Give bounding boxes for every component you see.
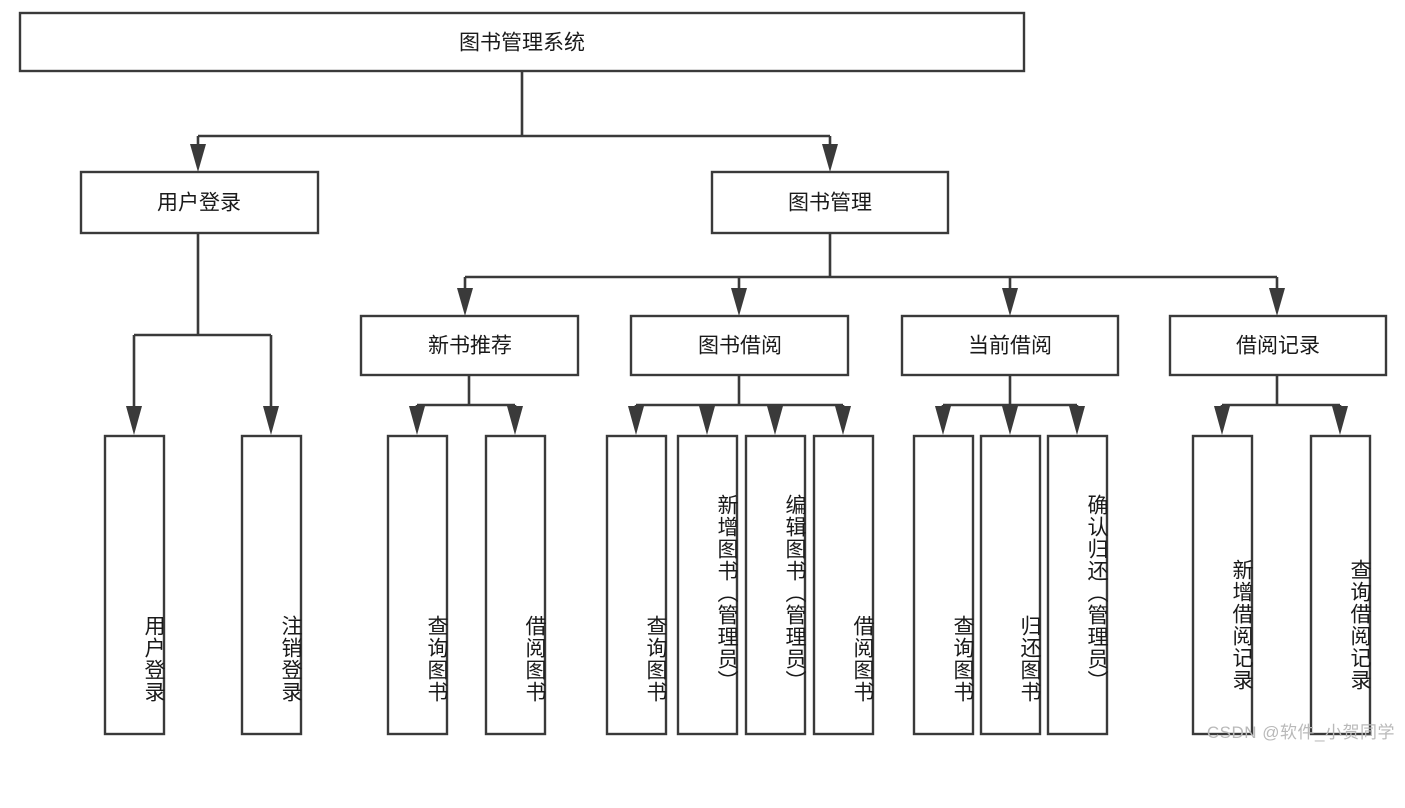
node-user-login[interactable] bbox=[79, 170, 320, 235]
node-leaf-confirm-return[interactable] bbox=[1046, 434, 1109, 736]
node-new-book-rec-label: 新书推荐 bbox=[428, 335, 512, 358]
csdn-watermark: CSDN @软件_小贺同学 bbox=[1206, 723, 1395, 742]
arrow-head-leaf-query-book-2 bbox=[628, 406, 644, 435]
arrow-head-book-manage bbox=[822, 144, 838, 172]
arrow-head-leaf-add-book bbox=[699, 406, 715, 435]
connector-group-root bbox=[190, 71, 838, 172]
node-leaf-query-book-3[interactable] bbox=[912, 434, 975, 736]
connector-group-new-book-rec bbox=[409, 375, 523, 435]
diagram-canvas: 图书管理系统 用户登录 图书管理 新书推荐 图书借阅 当前借阅 借阅记录 用户登… bbox=[18, 11, 1395, 742]
node-book-borrow-label: 图书借阅 bbox=[698, 335, 782, 358]
node-current-borrow[interactable] bbox=[900, 314, 1120, 377]
arrow-head-leaf-confirm-return bbox=[1069, 406, 1085, 435]
arrow-head-leaf-borrow-book-1 bbox=[507, 406, 523, 435]
node-leaf-add-record[interactable] bbox=[1191, 434, 1254, 736]
arrow-head-leaf-edit-book bbox=[767, 406, 783, 435]
node-current-borrow-label: 当前借阅 bbox=[968, 335, 1052, 358]
arrow-head-book-borrow bbox=[731, 288, 747, 316]
node-leaf-user-login[interactable] bbox=[103, 434, 166, 736]
arrow-head-leaf-borrow-book-2 bbox=[835, 406, 851, 435]
connector-group-current-borrow bbox=[935, 375, 1085, 435]
node-user-login-label: 用户登录 bbox=[157, 192, 241, 215]
flowchart-svg: 图书管理系统 用户登录 图书管理 新书推荐 图书借阅 当前借阅 借阅记录 bbox=[18, 11, 1388, 736]
arrow-head-current-borrow bbox=[1002, 288, 1018, 316]
node-book-borrow[interactable] bbox=[629, 314, 850, 377]
node-leaf-borrow-book-1[interactable] bbox=[484, 434, 547, 736]
node-leaf-borrow-book-2[interactable] bbox=[812, 434, 875, 736]
node-leaf-user-logout[interactable] bbox=[240, 434, 303, 736]
node-root[interactable] bbox=[18, 11, 1026, 73]
node-leaf-return-book[interactable] bbox=[979, 434, 1042, 736]
node-new-book-rec[interactable] bbox=[359, 314, 580, 377]
arrow-head-user-login bbox=[190, 144, 206, 172]
node-leaf-query-book-1[interactable] bbox=[386, 434, 449, 736]
arrow-head-leaf-return-book bbox=[1002, 406, 1018, 435]
arrow-head-borrow-record bbox=[1269, 288, 1285, 316]
node-borrow-record[interactable] bbox=[1168, 314, 1388, 377]
arrow-head-leaf-add-record bbox=[1214, 406, 1230, 435]
node-leaf-query-book-2[interactable] bbox=[605, 434, 668, 736]
connector-group-user-login bbox=[126, 233, 279, 435]
connector-group-book-manage bbox=[457, 233, 1285, 316]
node-borrow-record-label: 借阅记录 bbox=[1236, 335, 1320, 358]
connector-group-book-borrow bbox=[628, 375, 851, 435]
arrow-head-leaf-query-record bbox=[1332, 406, 1348, 435]
arrow-head-leaf-query-book-3 bbox=[935, 406, 951, 435]
node-leaf-add-book[interactable] bbox=[676, 434, 739, 736]
node-leaf-edit-book[interactable] bbox=[744, 434, 807, 736]
node-book-manage-label: 图书管理 bbox=[788, 192, 872, 215]
arrow-head-leaf-query-book-1 bbox=[409, 406, 425, 435]
connector-group-borrow-record bbox=[1214, 375, 1348, 435]
arrow-head-leaf-user-login bbox=[126, 406, 142, 435]
arrow-head-new-book-rec bbox=[457, 288, 473, 316]
node-root-label: 图书管理系统 bbox=[459, 32, 585, 55]
node-leaf-query-record[interactable] bbox=[1309, 434, 1372, 736]
arrow-head-leaf-user-logout bbox=[263, 406, 279, 435]
node-book-manage[interactable] bbox=[710, 170, 950, 235]
